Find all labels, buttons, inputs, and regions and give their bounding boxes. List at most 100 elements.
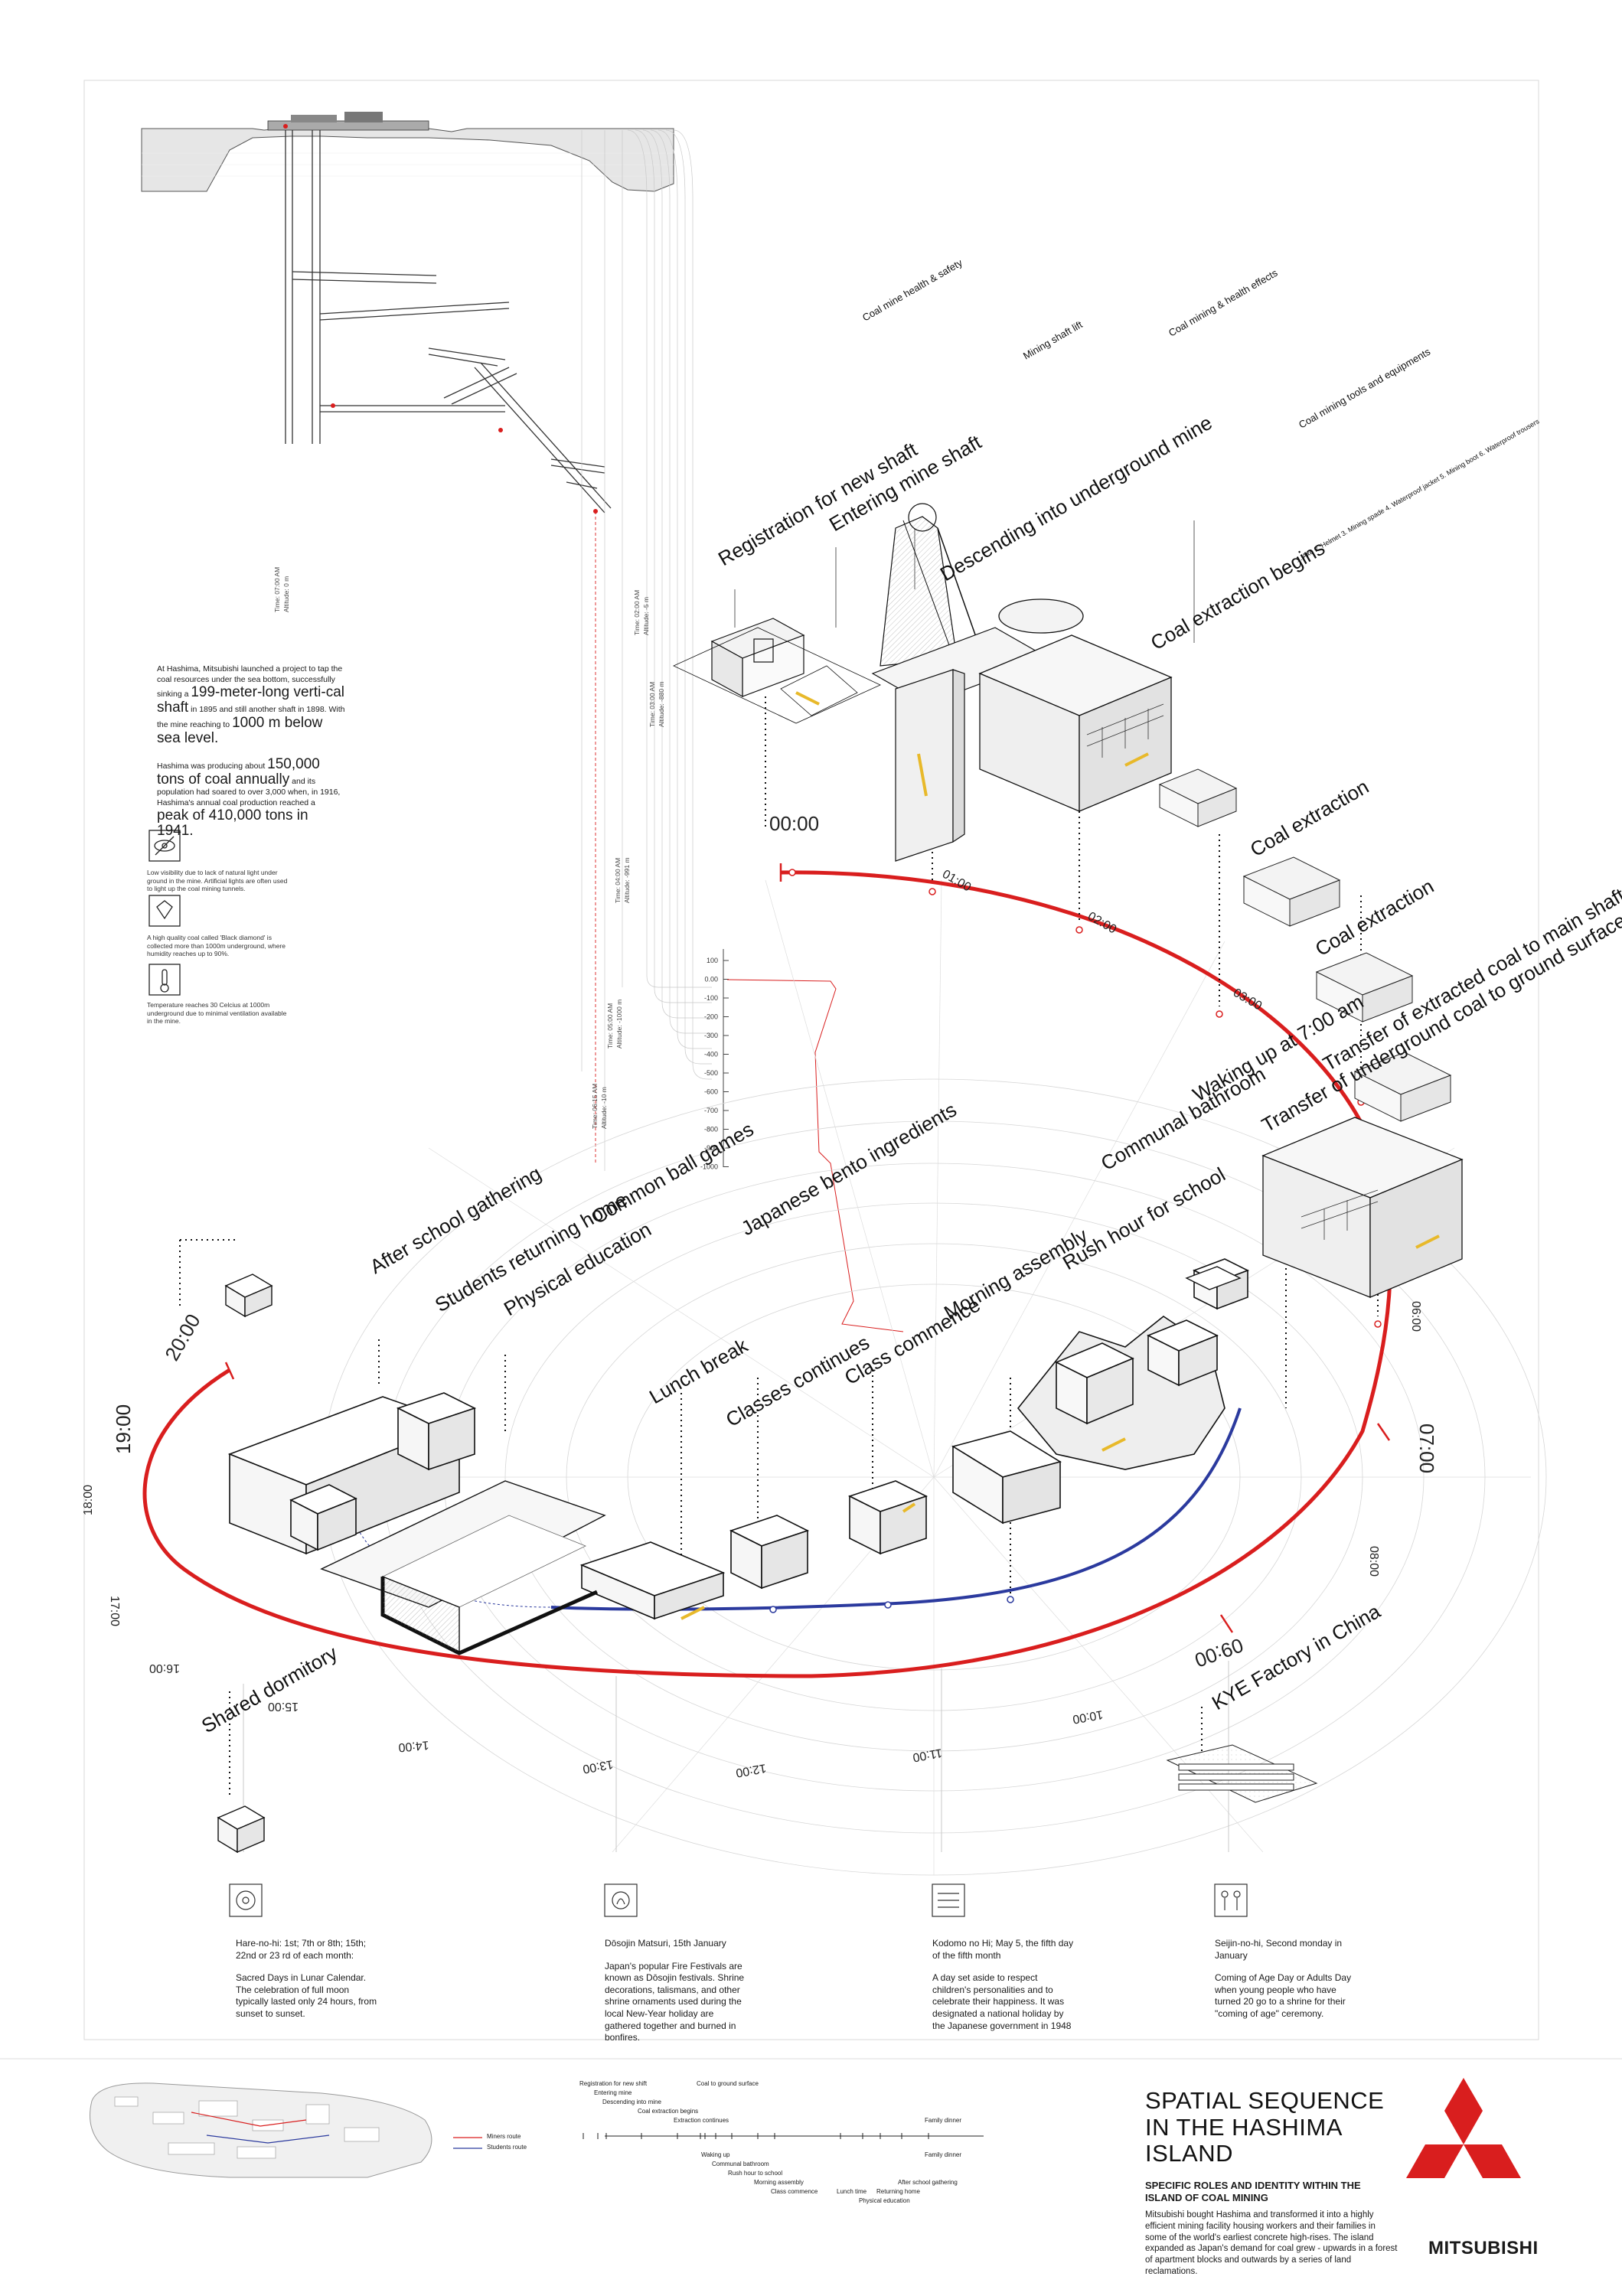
festival-kodomo: Kodomo no Hi; May 5, the fifth day of th… [932, 1938, 1078, 2032]
depth-reading-time: Time: 05:00 AM [606, 1003, 614, 1049]
event-communal: Communal bathroom [1097, 1062, 1269, 1175]
miners-route-arc [142, 870, 1393, 1678]
koinobori-icon [932, 1883, 965, 1917]
clock-hour-label: 17:00 [108, 1596, 121, 1626]
timeline-bottom-label: Physical education [859, 2197, 910, 2204]
depth-tick-label: -1000 [700, 1163, 718, 1171]
route-ticks [224, 863, 1391, 1633]
timeline-bottom-label: Waking up [701, 2151, 730, 2158]
event-lunch: Lunch break [645, 1333, 752, 1408]
legend-miners: Miners route [487, 2133, 521, 2140]
thermometer-icon [148, 964, 181, 996]
depth-tick-label: -400 [704, 1051, 718, 1058]
festival-date: Seijin-no-hi, Second monday in January [1215, 1938, 1343, 1961]
timeline-bottom-label: After school gathering [898, 2179, 958, 2186]
clock-hour-label: 08:00 [1367, 1546, 1380, 1577]
depth-tick-label: -600 [704, 1088, 718, 1096]
depth-axis: 1000.00-100-200-300-400-500-600-700-800-… [700, 949, 904, 1332]
event-dormitory: Shared dormitory [197, 1642, 341, 1738]
clock-hour-label: 06:00 [1409, 1301, 1422, 1332]
depth-tick-label: -200 [704, 1013, 718, 1021]
event-rush: Rush hour for school [1059, 1163, 1229, 1274]
festival-dosojin: Dōsojin Matsuri, 15th January Japan's po… [605, 1938, 750, 2044]
clock-hour-label: 10:00 [1072, 1707, 1104, 1726]
two-people-icon [1214, 1883, 1248, 1917]
title-leaders [734, 520, 1195, 643]
depth-reading-altitude: Altitude: -1000 m [615, 1000, 623, 1049]
intro-text: At Hashima, Mitsubishi launched a projec… [157, 664, 345, 840]
sports-yard [320, 1480, 606, 1655]
clock-hour-label: 02:00 [1085, 910, 1118, 937]
festival-guides [243, 1661, 1229, 1852]
eye-slash-icon [148, 830, 181, 862]
depth-tick-label: 100 [707, 957, 718, 964]
timeline-bottom-label: Rush hour to school [728, 2170, 783, 2177]
timeline-bottom-label: Class commence [771, 2188, 818, 2195]
festival-description: Japan's popular Fire Festivals are known… [605, 1960, 745, 2043]
event-leader-lines [179, 696, 1379, 1799]
registration-building [673, 618, 881, 724]
clock-hour-label: 13:00 [582, 1757, 614, 1776]
timeline-bottom-label: Returning home [876, 2188, 920, 2195]
svg-text:1. Axe 2. Helmet 3. Mining s: 1. Axe 2. Helmet 3. Mining spade 4. Wate… [1294, 417, 1541, 564]
headframe-tower [871, 503, 1050, 862]
condition-temperature: Temperature reaches 30 Celcius at 1000m … [147, 1001, 287, 1026]
surface-transfer-block [1261, 1117, 1464, 1298]
moon-face-icon [229, 1883, 263, 1917]
depth-reading-altitude: Altitude: -10 m [600, 1087, 608, 1129]
poster-subtitle: SPECIFIC ROLES AND IDENTITY WITHIN THE I… [1145, 2180, 1361, 2204]
svg-text:Coal mining tools and equipmen: Coal mining tools and equipments [1297, 345, 1433, 430]
timeline-top-label: Entering mine [594, 2089, 632, 2096]
festival-description: Coming of Age Day or Adults Day when you… [1215, 1972, 1352, 2019]
depth-guide-lines [581, 129, 712, 1171]
depth-reading-altitude: Altitude: -991 m [623, 857, 631, 903]
poster-frame [83, 80, 1539, 2040]
clock-hour-label: 03:00 [1231, 987, 1264, 1013]
event-extraction-1: Coal extraction [1246, 775, 1372, 862]
timeline-top-label: Registration for new shift [579, 2080, 648, 2087]
timeline-bottom-label: Family dinner [925, 2151, 962, 2158]
svg-text:Coal mining & health effects: Coal mining & health effects [1167, 267, 1280, 339]
title-block: SPATIAL SEQUENCE IN THE HASHIMA ISLAND S… [1145, 2087, 1398, 2278]
timeline-top-label: Extraction continues [674, 2117, 729, 2124]
depth-tick-label: -700 [704, 1107, 718, 1114]
sea-cross-section [141, 112, 674, 192]
depth-tick-label: -300 [704, 1032, 718, 1039]
mine-shaft-diagram [285, 130, 612, 514]
depth-reading-time: Time: 02:00 AM [633, 590, 641, 635]
clock-hour-label: 16:00 [149, 1662, 180, 1675]
depth-reading-time: Time: 04:00 AM [614, 858, 622, 903]
event-bento: Japanese bento ingredients [737, 1097, 961, 1240]
condition-visibility: Low visibility due to lack of natural li… [147, 869, 288, 893]
depth-reading-altitude: Altitude: -5 m [642, 597, 650, 635]
clock-hour-label: 12:00 [735, 1761, 767, 1779]
depth-tick-label: -100 [704, 994, 718, 1002]
clock-hour-label: 14:00 [398, 1738, 429, 1753]
timeline-bottom-label: Communal bathroom [712, 2161, 769, 2167]
timeline-top-label: Coal to ground surface [697, 2080, 759, 2087]
clock-hour-label: 01:00 [940, 868, 973, 895]
festival-date: Hare-no-hi: 1st; 7th or 8th; 15th; 22nd … [236, 1938, 367, 1961]
clock-hour-labels: 00:0001:0002:0003:0006:0007:0008:0009:00… [82, 812, 1438, 1779]
clock-hour-label: 09:00 [1192, 1633, 1246, 1671]
clock-hour-label: 07:00 [1415, 1424, 1438, 1473]
depth-reading-time: Time: 06:15 AM [591, 1084, 599, 1129]
plaza-radials [329, 879, 1531, 1875]
timeline-bottom-label: Morning assembly [754, 2179, 804, 2186]
depth-tick-label: -500 [704, 1069, 718, 1077]
depth-tick-label: -800 [704, 1126, 718, 1133]
diamond-icon [148, 895, 181, 927]
small-titles: Coal mine health & safety Mining shaft l… [860, 256, 1541, 563]
depth-tick-label: -900 [704, 1144, 718, 1152]
legend-students: Students route [487, 2144, 527, 2151]
mitsubishi-logo [1406, 2078, 1521, 2178]
festival-seijin: Seijin-no-hi, Second monday in January C… [1215, 1938, 1360, 2020]
island-plan-map [90, 2082, 432, 2178]
depth-reading-altitude: Altitude: -880 m [658, 681, 665, 727]
festival-description: A day set aside to respect children's pe… [932, 1972, 1072, 2031]
